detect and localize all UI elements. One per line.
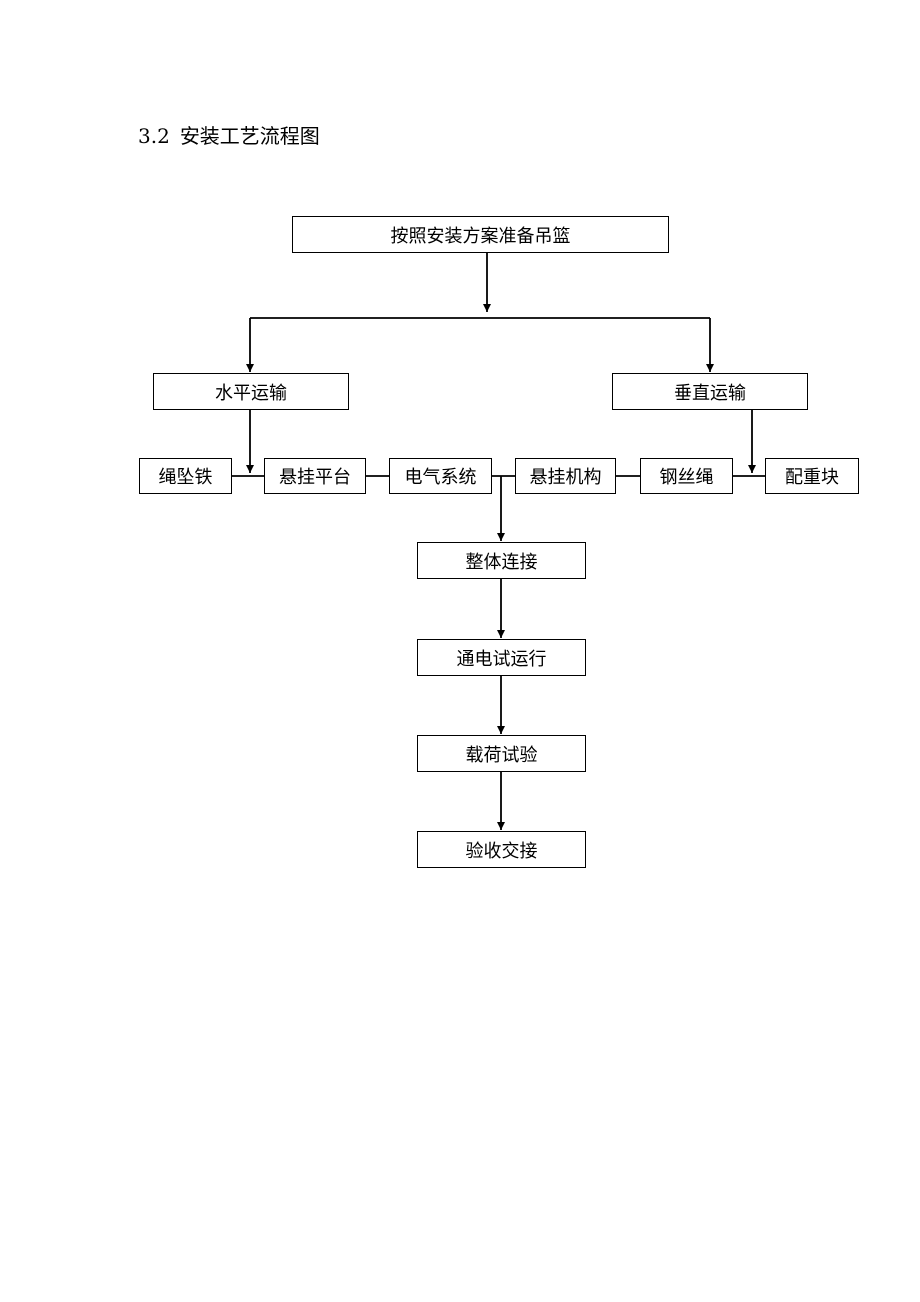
component-box-3: 电气系统 [389,458,492,494]
component-box-2: 悬挂平台 [264,458,366,494]
component-box-6: 配重块 [765,458,859,494]
component-box-1: 绳坠铁 [139,458,232,494]
start-box: 按照安装方案准备吊篮 [292,216,669,253]
section-number: 3.2 [138,124,170,148]
horizontal-transport-box: 水平运输 [153,373,349,410]
section-heading: 3.2 安装工艺流程图 [138,122,320,150]
step-box-1: 整体连接 [417,542,586,579]
vertical-transport-box: 垂直运输 [612,373,808,410]
component-box-4: 悬挂机构 [515,458,616,494]
step-box-2: 通电试运行 [417,639,586,676]
section-title: 安装工艺流程图 [179,124,320,148]
component-box-5: 钢丝绳 [640,458,733,494]
step-box-3: 载荷试验 [417,735,586,772]
step-box-4: 验收交接 [417,831,586,868]
